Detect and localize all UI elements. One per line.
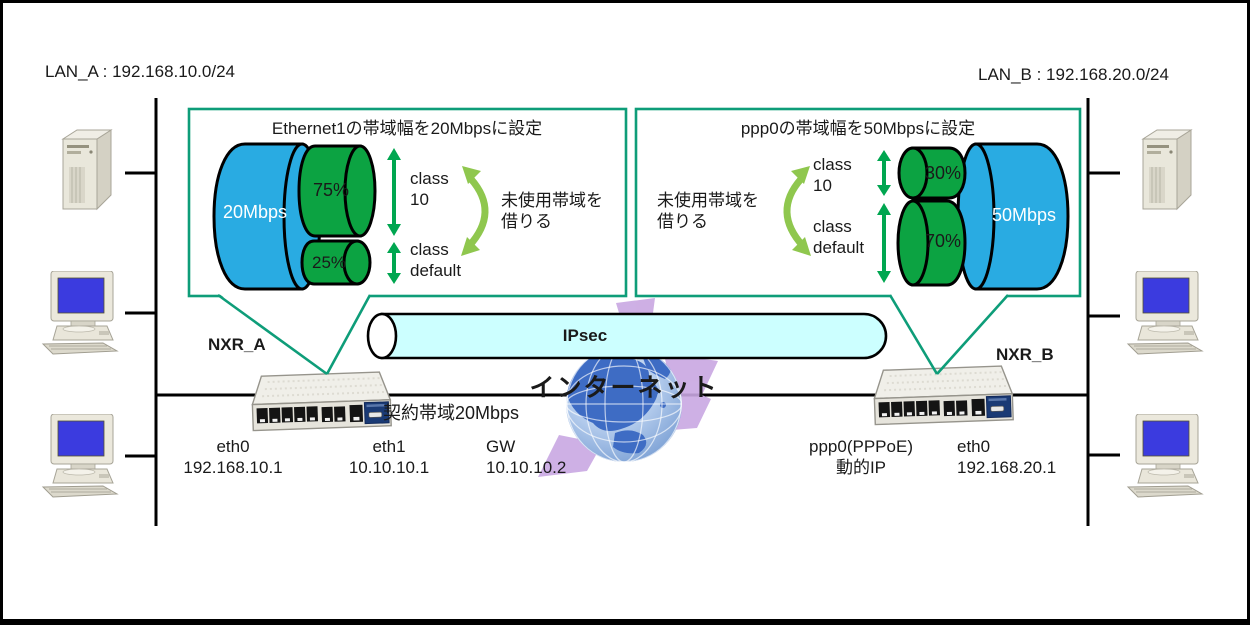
gateway-label: GW 10.10.10.2 [486,437,567,477]
borrow-arrow-b [783,166,811,256]
router-b-lan-interface: eth0 192.168.20.1 [957,437,1057,477]
desktop-pc-icon-lan-a2 [42,414,118,498]
qos-b-default-label: class default [813,217,865,257]
qos-b-total-bandwidth: 50Mbps [991,205,1057,225]
router-a-lan-interface: eth0 192.168.10.1 [183,437,283,477]
qos-a-default-share: 25% [311,253,347,272]
qos-callout-b-tail [888,294,1009,375]
class-arrows-a [387,148,401,284]
server-icon-lan-a [62,129,112,210]
qos-b-class10-share: 30% [924,163,962,183]
contract-bandwidth-label: 契約帯域20Mbps [383,403,520,423]
router-b-wan-interface: ppp0(PPPoE) 動的IP [809,437,913,477]
ipsec-tunnel-cylinder [366,312,888,360]
qos-b-default-share: 70% [924,231,962,251]
qos-b-class10-label: class 10 [813,155,852,195]
qos-a-default-label: class default [410,240,462,280]
internet-label: インターネット [529,374,719,402]
desktop-pc-icon-lan-b1 [1127,271,1203,355]
bandwidth-cylinders-a [212,142,377,291]
server-icon-lan-b [1142,129,1192,210]
lan-a-backbone [125,98,158,526]
qos-callout-a-tail [217,293,372,376]
lan-b-label: LAN_B : 192.168.20.0/24 [978,65,1169,84]
desktop-pc-icon-lan-a1 [42,271,118,355]
class-arrows-b [877,150,891,283]
router-a-icon [250,370,393,432]
desktop-pc-icon-lan-b2 [1127,414,1203,498]
bandwidth-cylinders-b [896,142,1070,291]
router-b-icon [872,364,1015,426]
qos-callout-b-tail-fill [890,293,1008,375]
qos-b-borrow-label: 未使用帯域を 借りる [657,191,759,231]
qos-a-borrow-label: 未使用帯域を 借りる [501,191,603,231]
qos-a-class10-label: class 10 [410,169,449,209]
diagram-canvas [42,98,1203,526]
lan-a-label: LAN_A : 192.168.10.0/24 [45,62,235,81]
qos-a-class10-share: 75% [312,180,350,200]
qos-callout-a-tail-fill [218,293,370,375]
qos-b-title: ppp0の帯域幅を50Mbpsに設定 [740,119,976,138]
borrow-arrow-a [461,166,489,256]
lan-b-backbone [1086,98,1120,526]
router-a-name: NXR_A [208,335,266,354]
router-a-wan-interface: eth1 10.10.10.1 [348,437,430,477]
router-b-name: NXR_B [996,345,1054,364]
qos-a-total-bandwidth: 20Mbps [222,202,288,222]
qos-a-title: Ethernet1の帯域幅を20Mbpsに設定 [271,119,543,138]
ipsec-tunnel-label: IPsec [562,326,608,345]
